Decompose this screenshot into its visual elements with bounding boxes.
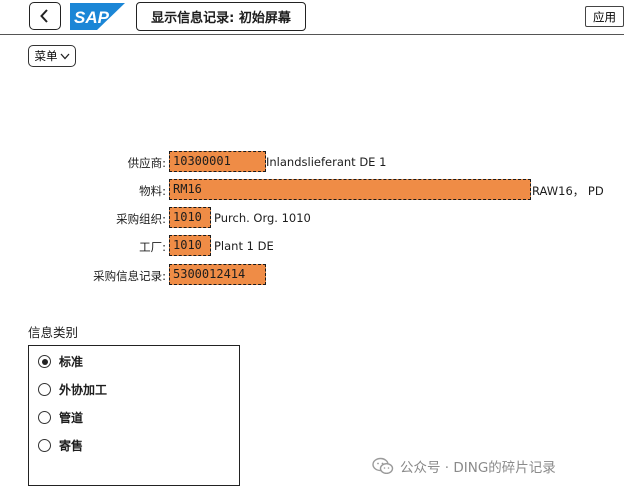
- radio-label: 标准: [59, 355, 84, 369]
- radio-label: 管道: [59, 411, 84, 425]
- vendor-input[interactable]: 10300001: [169, 151, 266, 172]
- purch-org-input[interactable]: 1010: [169, 207, 211, 228]
- purch-org-description: Purch. Org. 1010: [214, 211, 311, 225]
- plant-input[interactable]: 1010: [169, 235, 211, 256]
- page-title: 显示信息记录: 初始屏幕: [136, 2, 306, 31]
- menu-button[interactable]: 菜单: [28, 45, 76, 67]
- radio-label: 寄售: [59, 439, 84, 453]
- info-record-label: 采购信息记录:: [93, 269, 166, 283]
- vendor-label: 供应商:: [127, 156, 166, 170]
- radio-option-standard[interactable]: 标准: [38, 353, 83, 370]
- plant-label: 工厂:: [139, 240, 166, 254]
- material-label: 物料:: [139, 184, 166, 198]
- menu-label: 菜单: [34, 51, 58, 63]
- radio-label: 外协加工: [59, 383, 108, 397]
- watermark: 公众号 · DING的碎片记录: [372, 456, 556, 476]
- radio-unselected-icon[interactable]: [38, 383, 51, 396]
- chevron-left-icon: [40, 9, 48, 23]
- apply-button[interactable]: 应用: [585, 6, 624, 27]
- sap-logo: SAP: [70, 3, 125, 33]
- wechat-icon: [372, 457, 394, 475]
- material-description: RAW16， PD: [532, 184, 604, 198]
- logo-text: SAP: [74, 8, 110, 27]
- radio-option-consignment[interactable]: 寄售: [38, 437, 83, 454]
- watermark-text: 公众号 · DING的碎片记录: [400, 460, 556, 476]
- app-header: SAP 显示信息记录: 初始屏幕 应用: [0, 0, 624, 35]
- info-category-title: 信息类别: [28, 325, 79, 340]
- info-record-input[interactable]: 5300012414: [169, 264, 266, 285]
- plant-description: Plant 1 DE: [214, 239, 274, 253]
- info-category-radio-group: 标准 外协加工 管道 寄售: [28, 345, 240, 486]
- radio-option-pipeline[interactable]: 管道: [38, 409, 83, 426]
- purch-org-label: 采购组织:: [116, 212, 166, 226]
- material-input[interactable]: RM16: [169, 179, 531, 200]
- radio-selected-icon[interactable]: [38, 355, 51, 368]
- radio-option-subcontracting[interactable]: 外协加工: [38, 381, 107, 398]
- vendor-description: Inlandslieferant DE 1: [266, 155, 387, 169]
- chevron-down-icon: [60, 53, 69, 59]
- back-button[interactable]: [29, 2, 61, 30]
- radio-unselected-icon[interactable]: [38, 439, 51, 452]
- radio-unselected-icon[interactable]: [38, 411, 51, 424]
